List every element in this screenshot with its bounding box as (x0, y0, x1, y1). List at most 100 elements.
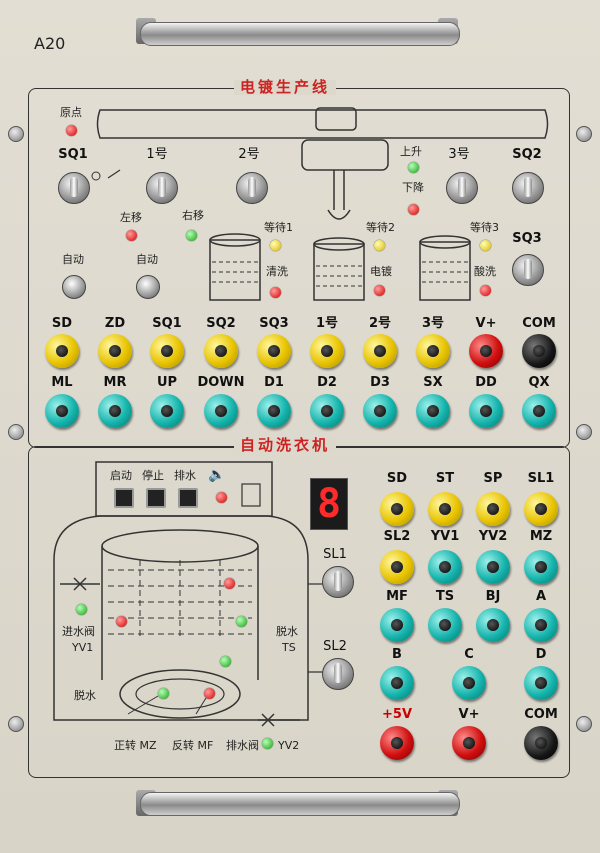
jack-washer-sp[interactable] (476, 492, 510, 526)
no1-label: 1号 (146, 147, 168, 162)
jack-up[interactable] (150, 394, 184, 428)
jack-sx[interactable] (416, 394, 450, 428)
sq1-label: SQ1 (58, 147, 88, 162)
auto2-label: 自动 (136, 253, 158, 266)
screw-icon (576, 126, 592, 142)
jack-label: BJ (485, 589, 501, 604)
origin-led (66, 125, 77, 136)
jack-label: ST (435, 471, 455, 486)
jack-com[interactable] (522, 334, 556, 368)
top-handle[interactable] (140, 22, 460, 46)
wait1-label: 等待1 (264, 221, 293, 234)
buzzer-led (216, 492, 227, 503)
jack-qx[interactable] (522, 394, 556, 428)
jack-washer-sl2[interactable] (380, 550, 414, 584)
jack-d1[interactable] (257, 394, 291, 428)
sl1-led (224, 578, 235, 589)
no3-switch[interactable] (446, 172, 478, 204)
jack-label: D (535, 647, 547, 662)
no3-label: 3号 (448, 147, 470, 162)
jack-label: D3 (370, 375, 390, 390)
jack-label: SQ3 (259, 316, 289, 331)
jack-label: YV2 (478, 529, 508, 544)
jack-no1[interactable] (310, 334, 344, 368)
jack-washer-5v[interactable] (380, 726, 414, 760)
jack-no2[interactable] (363, 334, 397, 368)
sl2-switch[interactable] (322, 658, 354, 690)
start-button[interactable] (114, 488, 134, 508)
yv2-led (262, 738, 273, 749)
seven-segment-display: 8 (310, 478, 348, 530)
jack-washer-yv1[interactable] (428, 550, 462, 584)
jack-washer-d[interactable] (524, 666, 558, 700)
jack-sd[interactable] (45, 334, 79, 368)
jack-label: TS (435, 589, 455, 604)
auto2-button[interactable] (136, 275, 160, 299)
auto1-button[interactable] (62, 275, 86, 299)
no1-switch[interactable] (146, 172, 178, 204)
jack-washer-sd[interactable] (380, 492, 414, 526)
no2-switch[interactable] (236, 172, 268, 204)
jack-label: COM (524, 707, 558, 722)
sq3-switch[interactable] (512, 254, 544, 286)
jack-d3[interactable] (363, 394, 397, 428)
stop-button[interactable] (146, 488, 166, 508)
drain-label: 排水 (174, 469, 196, 482)
jack-label: MR (103, 375, 127, 390)
jack-no3[interactable] (416, 334, 450, 368)
jack-washer-yv2[interactable] (476, 550, 510, 584)
jack-washer-mf[interactable] (380, 608, 414, 642)
jack-washer-mz[interactable] (524, 550, 558, 584)
jack-washer-ts[interactable] (428, 608, 462, 642)
auto1-label: 自动 (62, 253, 84, 266)
down-led (408, 204, 419, 215)
jack-washer-vplus[interactable] (452, 726, 486, 760)
sl1-switch[interactable] (322, 566, 354, 598)
jack-label: SP (483, 471, 503, 486)
jack-label: 1号 (315, 316, 339, 331)
sq2-label: SQ2 (512, 147, 542, 162)
jack-sq1[interactable] (150, 334, 184, 368)
reverse-label: 反转 MF (172, 739, 214, 752)
jack-sq2[interactable] (204, 334, 238, 368)
jack-label: +5V (382, 707, 412, 722)
sq2-switch[interactable] (512, 172, 544, 204)
jack-label: D2 (317, 375, 337, 390)
yv1-label: YV1 (72, 641, 94, 654)
sq1-switch[interactable] (58, 172, 90, 204)
wait3-label: 等待3 (470, 221, 499, 234)
jack-label: YV1 (430, 529, 460, 544)
pickle-led (480, 285, 491, 296)
jack-ml[interactable] (45, 394, 79, 428)
jack-washer-sl1[interactable] (524, 492, 558, 526)
jack-mr[interactable] (98, 394, 132, 428)
jack-zd[interactable] (98, 334, 132, 368)
jack-dd[interactable] (469, 394, 503, 428)
sl1-label: SL1 (323, 547, 347, 562)
down-label: 下降 (402, 181, 424, 194)
panel-id: A20 (34, 34, 66, 53)
jack-washer-b[interactable] (380, 666, 414, 700)
yv1-led (76, 604, 87, 615)
jack-label: SL1 (527, 471, 555, 486)
jack-vplus[interactable] (469, 334, 503, 368)
spin-left-label: 脱水 (74, 689, 96, 702)
jack-washer-com[interactable] (524, 726, 558, 760)
jack-washer-c[interactable] (452, 666, 486, 700)
jack-washer-bj[interactable] (476, 608, 510, 642)
jack-label: V+ (475, 316, 497, 331)
buzzer-icon: 🔈 (208, 467, 226, 483)
drain-valve-label: 排水阀 (226, 739, 259, 752)
bottom-handle[interactable] (140, 792, 460, 816)
drain-button[interactable] (178, 488, 198, 508)
jack-label: SQ2 (206, 316, 236, 331)
jack-washer-st[interactable] (428, 492, 462, 526)
sq3-label: SQ3 (512, 231, 542, 246)
jack-sq3[interactable] (257, 334, 291, 368)
plating-section-title: 电镀生产线 (234, 80, 337, 95)
jack-down[interactable] (204, 394, 238, 428)
yv2-label: YV2 (278, 739, 300, 752)
jack-washer-a[interactable] (524, 608, 558, 642)
jack-d2[interactable] (310, 394, 344, 428)
right-move-led (186, 230, 197, 241)
